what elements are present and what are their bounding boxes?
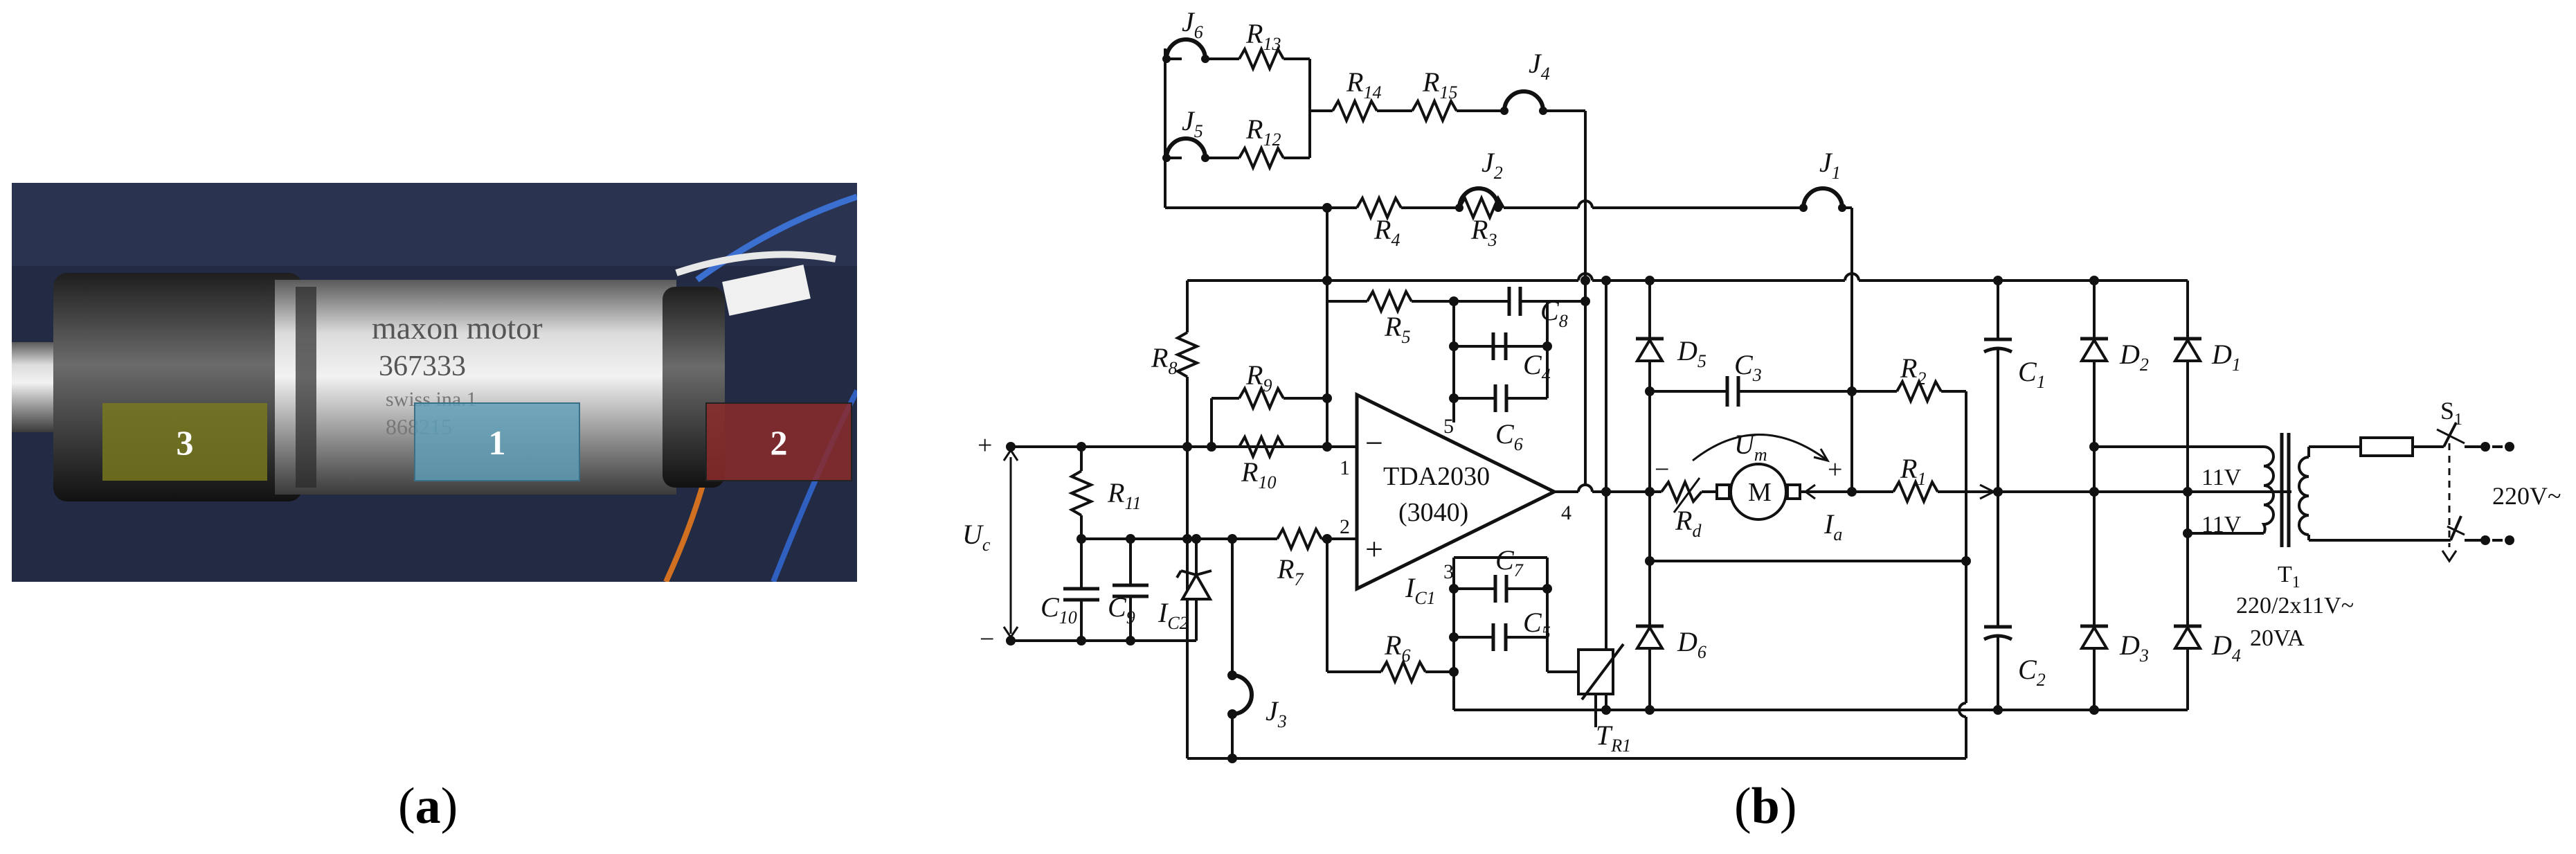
uc-plus: + bbox=[978, 431, 992, 460]
label-uc: Uc bbox=[962, 519, 991, 555]
pin-3-label: 3 bbox=[1443, 560, 1454, 583]
label-j1: J1 bbox=[1819, 147, 1841, 183]
label-r7: R7 bbox=[1277, 553, 1304, 589]
label-rd: Rd bbox=[1675, 505, 1702, 541]
label-r1: R1 bbox=[1900, 453, 1926, 489]
caption-b: (b) bbox=[1734, 778, 1797, 835]
uc-minus: − bbox=[980, 625, 994, 654]
label-c1: C1 bbox=[2018, 356, 2046, 392]
pin-1-label: 1 bbox=[1340, 456, 1350, 479]
transformer-name: T1 bbox=[2278, 562, 2300, 591]
label-c3: C3 bbox=[1734, 349, 1762, 385]
label-r11: R11 bbox=[1107, 477, 1142, 513]
label-j4: J4 bbox=[1529, 48, 1550, 84]
fuse bbox=[2359, 436, 2414, 457]
label-tr1: TR1 bbox=[1596, 720, 1631, 756]
label-r9: R9 bbox=[1245, 359, 1272, 395]
label-r5: R5 bbox=[1384, 311, 1410, 347]
label-j3: J3 bbox=[1266, 695, 1287, 731]
label-c4: C4 bbox=[1523, 349, 1551, 385]
label-um: Um bbox=[1734, 429, 1767, 465]
label-c5: C5 bbox=[1523, 607, 1551, 643]
label-r13: R13 bbox=[1245, 18, 1281, 54]
transformer-secondary bbox=[2261, 445, 2275, 534]
circuit-diagram: J6 R13 J5 R12 R14 R15 J4 J2 J1 R4 R3 R8 … bbox=[955, 0, 2576, 851]
label-j5: J5 bbox=[1182, 105, 1203, 141]
label-ic1: IC1 bbox=[1405, 572, 1436, 608]
label-r2: R2 bbox=[1900, 353, 1926, 389]
label-d5: D5 bbox=[1677, 335, 1706, 371]
label-r10: R10 bbox=[1241, 456, 1276, 492]
region-1-label: 1 bbox=[489, 423, 506, 462]
label-c9: C9 bbox=[1108, 591, 1135, 628]
mains-voltage: 220V~ bbox=[2492, 482, 2561, 510]
region-2-box bbox=[705, 402, 852, 481]
label-d3: D3 bbox=[2119, 630, 2149, 666]
label-ia: Ia bbox=[1823, 508, 1842, 544]
motor-photo: maxon motor 367333 swiss ina.1 868215 3 … bbox=[12, 183, 857, 582]
secondary-1-label: 11V bbox=[2201, 465, 2242, 490]
opamp-plus: + bbox=[1365, 531, 1383, 567]
label-r8: R8 bbox=[1151, 342, 1177, 378]
secondary-2-label: 11V bbox=[2201, 512, 2242, 537]
opamp-alt-name: (3040) bbox=[1398, 498, 1468, 527]
opamp-tda2030 bbox=[1355, 391, 1558, 592]
label-c10: C10 bbox=[1041, 591, 1077, 628]
transformer-primary bbox=[2298, 456, 2309, 536]
transformer-spec-1: 220/2x11V~ bbox=[2236, 593, 2354, 619]
label-r3: R3 bbox=[1470, 214, 1497, 250]
label-ic2: IC2 bbox=[1158, 597, 1189, 633]
label-r12: R12 bbox=[1245, 114, 1281, 150]
motor-minus: − bbox=[1655, 455, 1669, 484]
switch-label: S1 bbox=[2440, 397, 2462, 429]
label-d1: D1 bbox=[2211, 339, 2241, 375]
opamp-name: TDA2030 bbox=[1383, 462, 1490, 491]
motor-plus: + bbox=[1828, 455, 1842, 484]
ribbon-cable bbox=[722, 265, 811, 316]
motor-model-text: 367333 bbox=[379, 350, 466, 382]
motor-symbol: M bbox=[1748, 478, 1772, 507]
caption-a: (a) bbox=[398, 778, 458, 835]
label-d4: D4 bbox=[2211, 630, 2241, 666]
white-cable bbox=[675, 251, 836, 276]
label-r15: R15 bbox=[1422, 66, 1457, 103]
label-d2: D2 bbox=[2119, 339, 2149, 375]
pin-2-label: 2 bbox=[1340, 515, 1350, 538]
label-r6: R6 bbox=[1384, 630, 1410, 666]
label-c2: C2 bbox=[2018, 654, 2046, 690]
motor-brand-text: maxon motor bbox=[372, 310, 543, 346]
label-c6: C6 bbox=[1495, 418, 1523, 454]
region-3-box bbox=[102, 403, 267, 481]
switch-s1 bbox=[2436, 422, 2465, 563]
label-c8: C8 bbox=[1540, 295, 1568, 331]
pin-5-label: 5 bbox=[1443, 415, 1454, 438]
label-j2: J2 bbox=[1481, 147, 1503, 183]
pin-4-label: 4 bbox=[1561, 501, 1571, 524]
label-j6: J6 bbox=[1182, 6, 1203, 42]
label-r14: R14 bbox=[1346, 66, 1381, 103]
region-2-label: 2 bbox=[771, 423, 788, 462]
opamp-minus: − bbox=[1365, 425, 1383, 461]
top-rail bbox=[1187, 208, 2188, 450]
orange-cable bbox=[663, 479, 707, 582]
label-c7: C7 bbox=[1495, 544, 1524, 580]
blue-cable bbox=[695, 193, 857, 283]
region-1-box bbox=[414, 402, 580, 481]
label-d6: D6 bbox=[1677, 626, 1706, 662]
transformer-spec-2: 20VA bbox=[2250, 625, 2305, 651]
label-r4: R4 bbox=[1373, 214, 1400, 250]
region-3-label: 3 bbox=[177, 423, 194, 462]
